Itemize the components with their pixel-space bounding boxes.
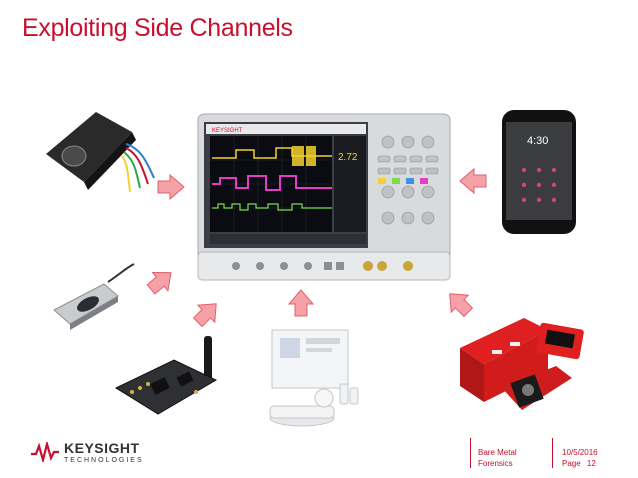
arrow-left-icon xyxy=(459,167,487,195)
footer-divider xyxy=(552,438,553,468)
footer-page-number: 12 xyxy=(586,459,596,468)
arrow-right-icon xyxy=(157,173,185,201)
footer-page: Page 12 xyxy=(562,459,596,468)
usb-fingerprint-reader-image xyxy=(48,262,138,334)
oscilloscope-image: KEYSIGHT 2.72 xyxy=(196,112,452,282)
logo-text-technologies: TECHNOLOGIES xyxy=(64,457,144,464)
phone-clock: 4:30 xyxy=(527,135,548,147)
footer-divider xyxy=(470,438,471,468)
arrow-upleft-icon xyxy=(449,293,474,318)
red-hardware-devices-image xyxy=(452,306,586,428)
slide-title: Exploiting Side Channels xyxy=(22,14,293,42)
smartphone-image: 4:30 xyxy=(500,108,578,236)
keysight-wave-icon xyxy=(31,442,59,462)
smart-home-kit-image xyxy=(262,322,366,428)
dev-board-image xyxy=(112,334,218,420)
scope-brand: KEYSIGHT xyxy=(212,128,243,134)
arrow-upright-icon xyxy=(192,303,217,328)
arrow-up-icon xyxy=(287,289,315,317)
logo-text-keysight: KEYSIGHT xyxy=(64,440,140,456)
footer-subject-line2: Forensics xyxy=(478,459,513,468)
scope-readout: 2.72 xyxy=(338,152,358,163)
fingerprint-sensor-image xyxy=(36,104,160,200)
footer-subject-line1: Bare Metal xyxy=(478,448,517,457)
footer-page-label: Page xyxy=(562,459,581,468)
footer-date: 10/5/2016 xyxy=(562,448,598,457)
keysight-logo: KEYSIGHT TECHNOLOGIES xyxy=(30,440,160,466)
arrow-upright-icon xyxy=(146,271,172,295)
